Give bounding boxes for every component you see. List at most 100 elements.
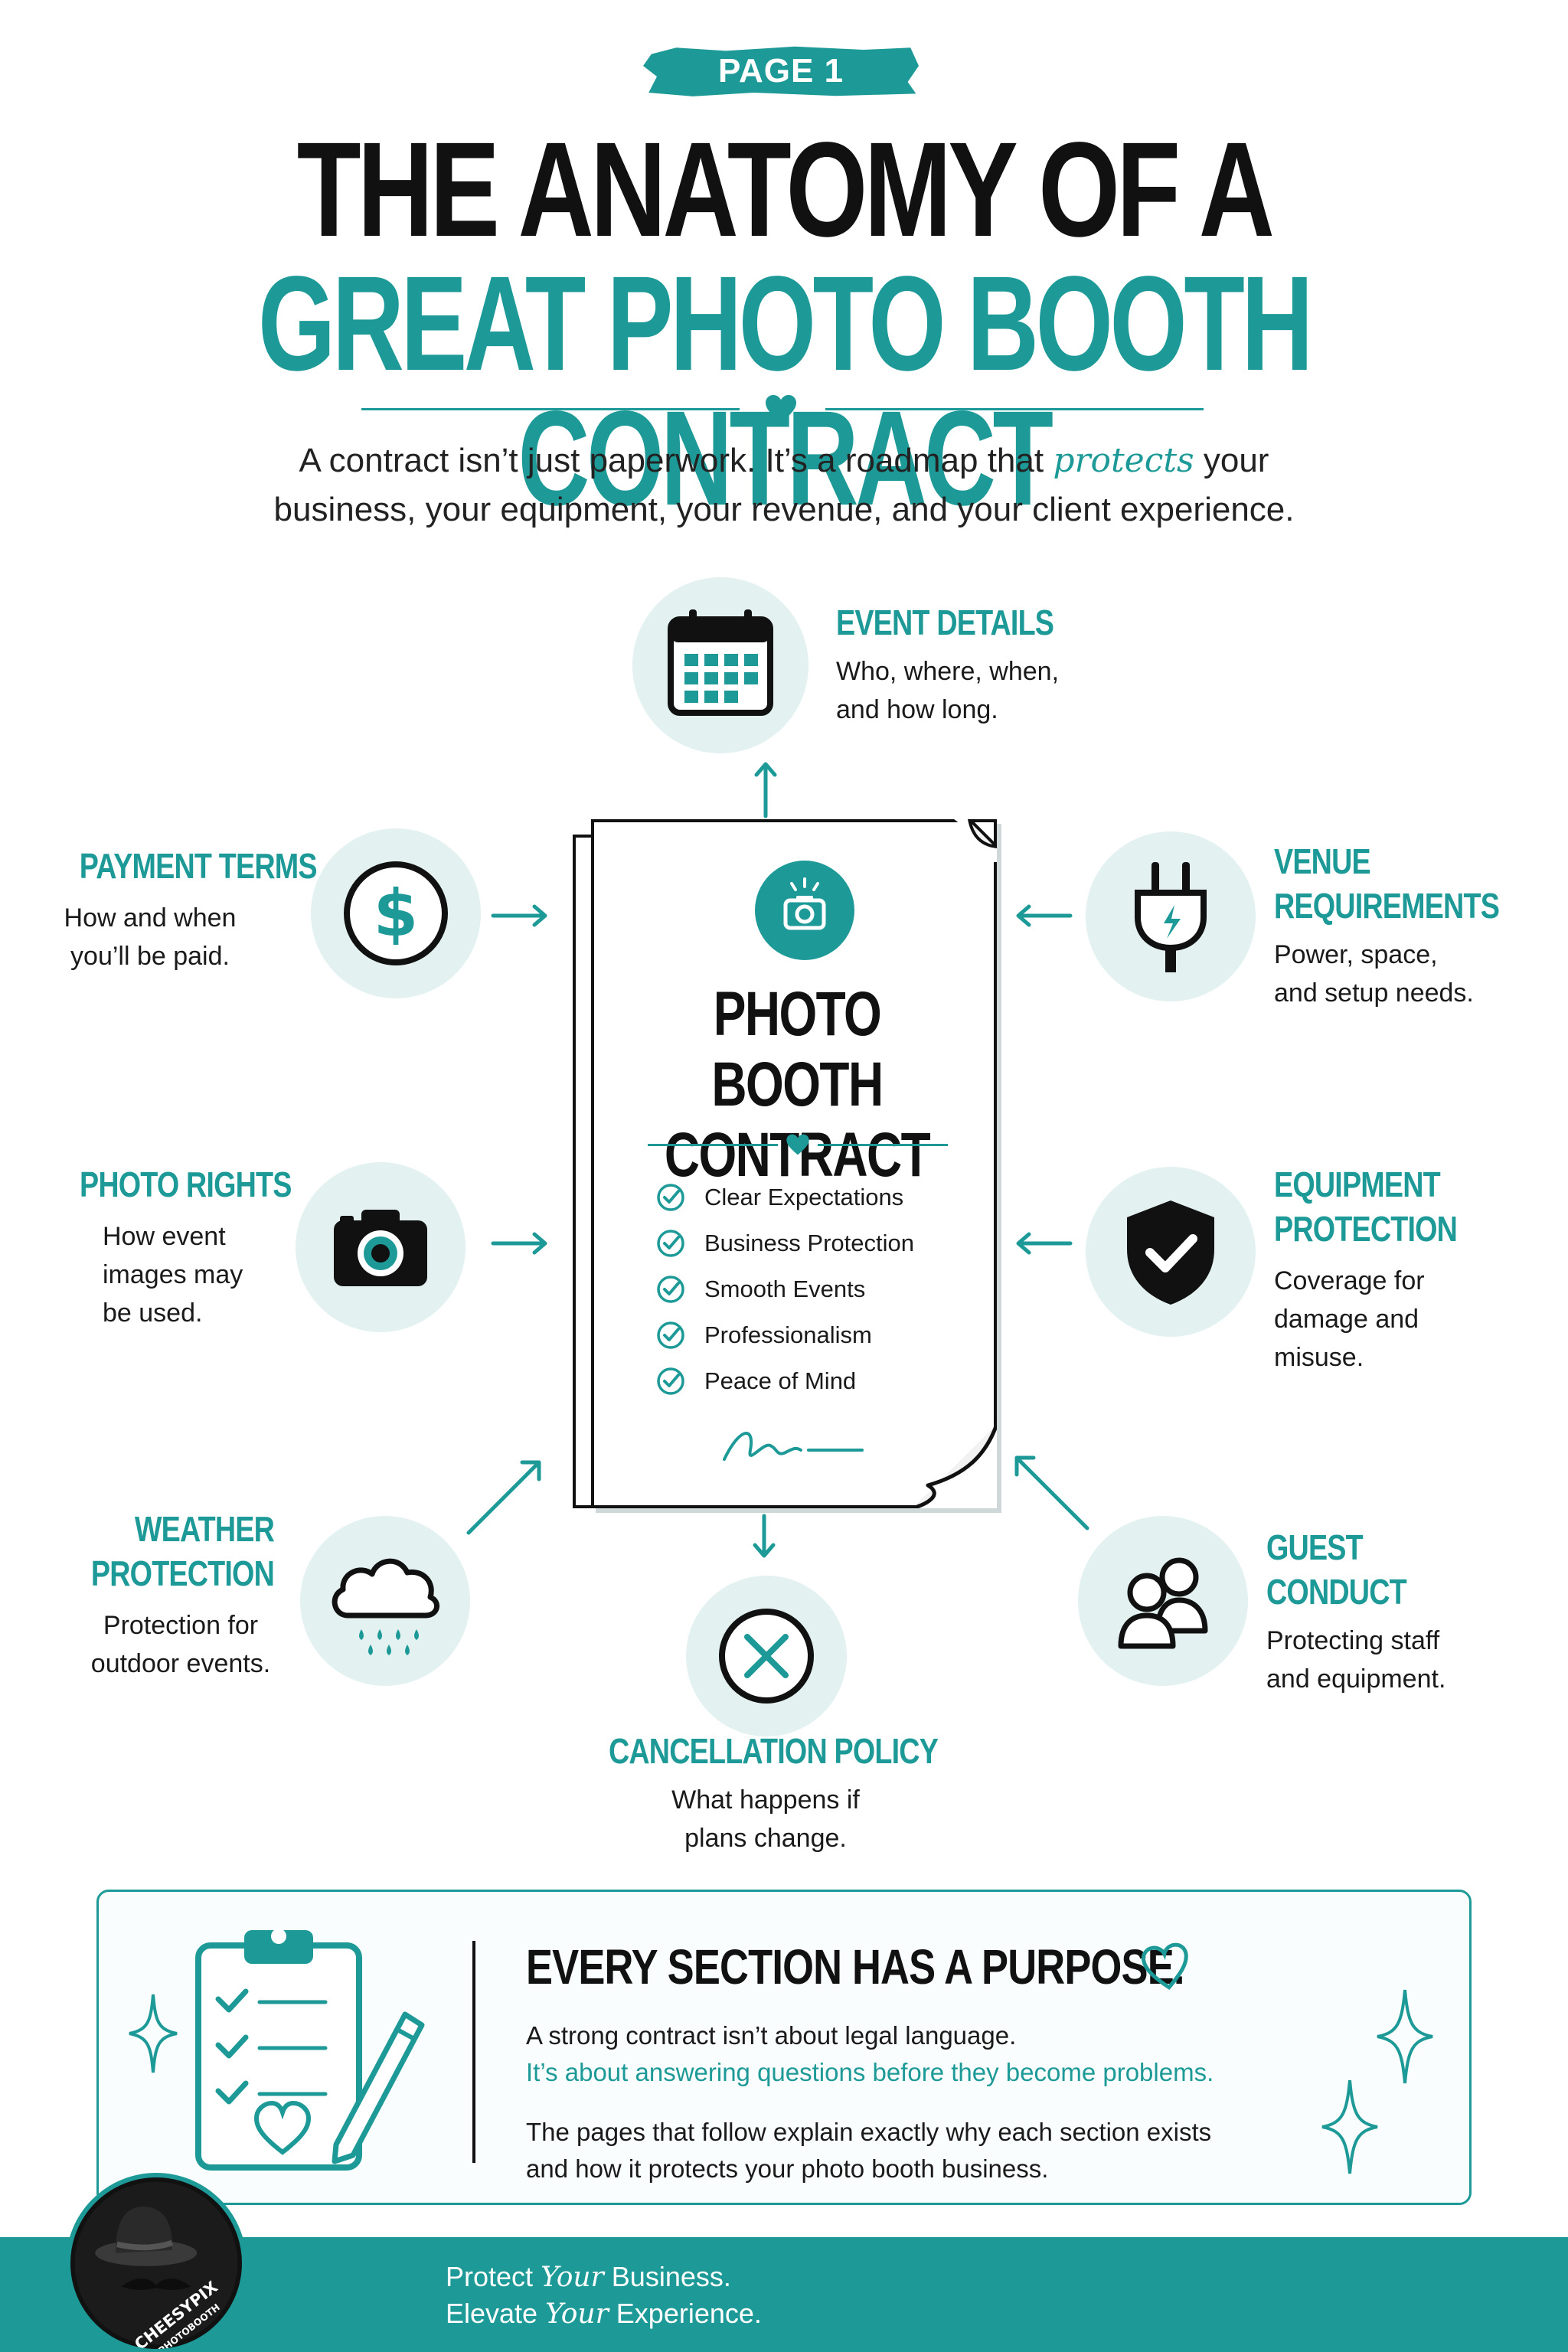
payment-terms-desc-2: you’ll be paid. [70,942,230,971]
arrow-from-guest-conduct [1014,1455,1089,1530]
footer-tagline-2: Elevate Your Experience. [446,2295,762,2333]
weather-protection-icon-circle [300,1516,470,1686]
venue-requirements-title-1: VENUE [1274,841,1371,881]
heart-outline-icon [1141,1942,1188,1991]
guest-conduct-icon-circle [1078,1516,1248,1686]
purpose-text-line1: A strong contract isn’t about legal lang… [526,2021,1017,2050]
guest-conduct-desc-1: Protecting staff [1266,1626,1440,1655]
contract-heart-icon [786,1134,809,1155]
payment-terms-icon-circle: $ [311,828,481,998]
venue-requirements-icon-circle [1086,831,1256,1001]
rain-cloud-icon [332,1558,439,1655]
intro-emphasis: protects [1053,441,1194,480]
page-corner-fold-icon [954,819,997,862]
top-hat-mustache-icon: CHEESYPIX PHOTOBOOTH [74,2181,238,2349]
equipment-protection-title-2: PROTECTION [1274,1209,1458,1249]
list-item-label: Business Protection [704,1230,914,1256]
contract-camera-badge [755,861,854,960]
svg-text:$: $ [374,876,418,951]
intro-text-part1: A contract isn’t just paperwork. It’s a … [299,442,1054,479]
list-item: Peace of Mind [655,1358,914,1404]
guest-conduct-title-2: CONDUCT [1266,1572,1407,1612]
list-item: Smooth Events [655,1266,914,1312]
check-circle-icon [657,1230,684,1257]
page-badge: PAGE 1 [643,44,919,98]
venue-requirements-title-2: REQUIREMENTS [1274,886,1500,926]
sparkle-icon [1377,1989,1433,2084]
intro-text-part2: your [1194,442,1269,479]
sparkle-icon [1321,2079,1378,2174]
guest-conduct-title-1: GUEST [1266,1527,1364,1567]
page-curl-icon [913,1424,997,1508]
weather-protection-title-1: WEATHER [134,1509,275,1549]
purpose-text-line3: The pages that follow explain exactly wh… [526,2118,1212,2146]
contract-divider-right [818,1144,948,1146]
people-icon [1118,1557,1208,1649]
plug-icon [1135,862,1207,972]
equipment-protection-icon-circle [1086,1167,1256,1337]
check-circle-icon [657,1321,684,1349]
weather-protection-title-2: PROTECTION [90,1553,275,1593]
payment-terms-title: PAYMENT TERMS [79,846,318,886]
page-title-line2: GREAT PHOTO BOOTH CONTRACT [257,249,1314,534]
event-details-desc-2: and how long. [836,695,998,724]
title-divider-left [361,408,740,410]
footer-tagline-1-script: Your [541,2262,604,2293]
weather-protection-desc-1: Protection for [103,1611,259,1640]
list-item: Clear Expectations [655,1174,914,1220]
contract-title-line2: CONTRACT [664,1120,931,1190]
list-item-label: Peace of Mind [704,1367,857,1394]
check-circle-icon [657,1276,684,1303]
shield-check-icon [1127,1200,1214,1305]
camera-flash-icon [783,877,826,930]
sparkle-icon [129,1994,178,2073]
dollar-icon: $ [344,861,448,965]
photo-rights-desc-1: How event [103,1222,226,1251]
photo-rights-title: PHOTO RIGHTS [80,1165,292,1204]
arrow-from-venue-requirements [1016,904,1073,927]
purpose-text-line2: It’s about answering questions before th… [526,2058,1214,2086]
check-circle-icon [657,1367,684,1395]
contract-title: PHOTO BOOTH CONTRACT [639,979,955,1191]
cancellation-policy-icon-circle [686,1576,847,1736]
arrow-to-event-details [754,762,777,818]
cancellation-policy-desc-2: plans change. [684,1824,847,1853]
photo-rights-desc-2: images may [103,1260,243,1289]
weather-protection-desc-2: outdoor events. [90,1649,271,1678]
x-circle-icon [719,1609,814,1704]
arrow-to-cancellation-policy [753,1514,776,1558]
heart-icon [766,394,796,423]
camera-icon [334,1210,427,1286]
arrow-from-payment-terms [491,904,547,927]
contract-title-line1: PHOTO BOOTH [711,979,884,1119]
clipboard-checklist-icon [195,1929,425,2171]
purpose-divider [472,1941,475,2163]
page-badge-label: PAGE 1 [717,52,844,90]
guest-conduct-desc-2: and equipment. [1266,1664,1446,1694]
footer-bar: Protect Your Business. Elevate Your Expe… [0,2237,1568,2352]
equipment-protection-desc-2: damage and [1274,1305,1419,1334]
footer-tagline-2-script: Your [545,2298,609,2330]
equipment-protection-desc-3: misuse. [1274,1343,1364,1372]
contract-benefits-list: Clear Expectations Business Protection S… [655,1174,914,1404]
arrow-from-equipment-protection [1016,1232,1073,1255]
calendar-icon [668,609,773,716]
signature-icon [723,1432,864,1461]
equipment-protection-title-1: EQUIPMENT [1274,1165,1441,1204]
intro-text: A contract isn’t just paperwork. It’s a … [153,436,1415,534]
contract-divider-left [648,1144,778,1146]
list-item: Professionalism [655,1312,914,1358]
equipment-protection-desc-1: Coverage for [1274,1266,1425,1295]
footer-tagline-2-b: Experience. [608,2298,762,2329]
event-details-title: EVENT DETAILS [836,603,1054,642]
purpose-card: EVERY SECTION HAS A PURPOSE. A strong co… [96,1890,1472,2205]
purpose-text-line4: and how it protects your photo booth bus… [526,2154,1049,2183]
cancellation-policy-title: CANCELLATION POLICY [608,1731,939,1771]
purpose-title: EVERY SECTION HAS A PURPOSE. [526,1939,1184,1994]
check-circle-icon [657,1184,684,1211]
brand-logo: CHEESYPIX PHOTOBOOTH [66,2173,247,2352]
payment-terms-desc-1: How and when [64,903,237,933]
title-divider-right [825,408,1204,410]
event-details-desc-1: Who, where, when, [836,657,1060,686]
footer-tagline-1: Protect Your Business. [446,2259,731,2296]
